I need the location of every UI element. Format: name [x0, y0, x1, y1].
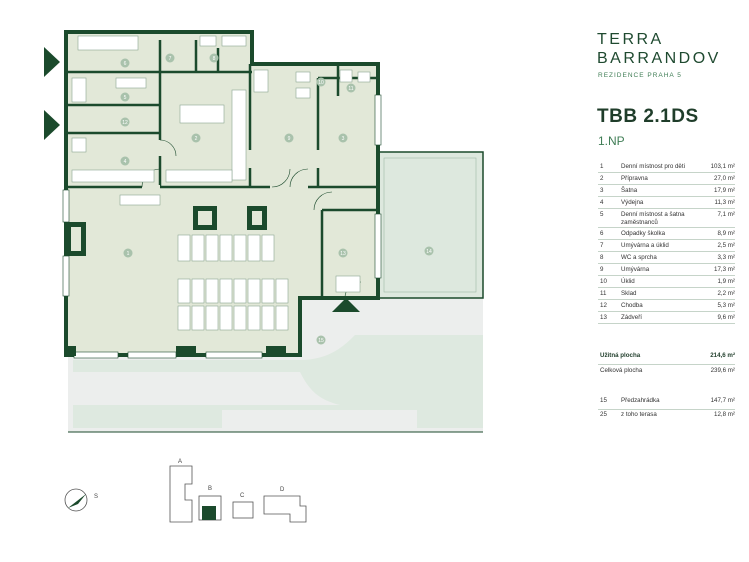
entrance-arrow-bottom [44, 110, 60, 140]
room-label-3: 3 [342, 136, 345, 142]
garden-terrace-strip [222, 410, 417, 428]
room-label-5: 5 [124, 95, 127, 101]
key-map-label-d: D [280, 487, 285, 493]
room-label-9: 9 [288, 136, 291, 142]
compass-icon: S [64, 488, 98, 512]
room-label-2: 2 [195, 136, 198, 142]
unit-code: TBB 2.1DS [597, 106, 699, 127]
room-label-7: 7 [169, 56, 172, 62]
room-label-11: 11 [348, 86, 353, 92]
brand-subtitle: REZIDENCE PRAHA 5 [598, 72, 682, 79]
garden-path [73, 372, 340, 405]
brand-name-line1: TERRA [597, 31, 664, 48]
door-openings [142, 140, 322, 190]
brand-name-line2: BARRANDOV [597, 50, 721, 67]
fixtures [71, 35, 371, 293]
windows [62, 94, 382, 359]
room-label-4: 4 [124, 159, 127, 165]
key-map-label-b: B [208, 486, 212, 492]
table-row: 15 Předzahrádka 147,7 m² [598, 397, 735, 410]
column-insets [71, 211, 262, 251]
key-map-label-c: C [240, 493, 245, 499]
room-label-15: 15 [318, 338, 324, 344]
main-entrance-marker [332, 298, 360, 312]
total-area-value: 239,6 m² [710, 367, 735, 374]
key-map: A B C D [169, 459, 307, 523]
room-14-garden [377, 151, 484, 299]
cots [177, 234, 289, 331]
unit-floor: 1.NP [598, 134, 625, 148]
entrance-arrow-top [44, 47, 60, 77]
room-label-6: 6 [124, 61, 127, 67]
room-label-13: 13 [340, 251, 346, 257]
room-label-14: 14 [426, 249, 432, 255]
building-interior [66, 32, 378, 355]
room-label-8: 8 [213, 56, 216, 62]
table-row: 25 z toho terasa 12,8 m² [600, 411, 735, 418]
usable-area-value: 214,6 m² [710, 352, 735, 359]
floor-plan: 1 2 3 4 5 6 7 8 9 10 11 12 13 14 15 A B … [44, 30, 484, 523]
usable-area-label: Užitná plocha [600, 352, 641, 359]
compass-label: S [94, 494, 98, 500]
usable-area-row: Užitná plocha 214,6 m² [598, 352, 735, 365]
total-area-label: Celková plocha [600, 367, 643, 374]
room-label-1: 1 [127, 251, 130, 257]
room-label-12: 12 [122, 120, 128, 126]
total-area-row: Celková plocha 239,6 m² [598, 367, 735, 379]
key-map-label-a: A [178, 459, 182, 465]
room-labels: 1 2 3 4 5 6 7 8 9 10 11 12 13 14 15 [120, 53, 434, 345]
room-14-inner-edge [383, 157, 477, 293]
room-label-10: 10 [318, 80, 324, 86]
